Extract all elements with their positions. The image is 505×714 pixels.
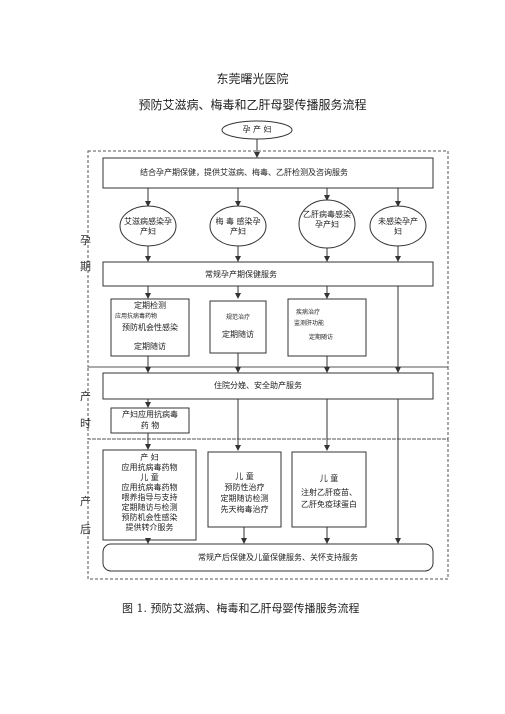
syphilis-box-line1: 规范治疗 [226, 314, 251, 321]
routine-pregnancy-box [102, 261, 434, 287]
figure-caption: 图 1. 预防艾滋病、梅毒和乙肝母婴传播服务流程 [122, 602, 360, 615]
syphilis-box-line2: 定期随访 [222, 330, 254, 339]
side-label-delivery-2: 时 [80, 417, 91, 430]
antiviral-delivery-line2: 药 物 [140, 421, 160, 430]
side-label-postpartum-2: 后 [80, 523, 91, 536]
antiviral-delivery-box [110, 407, 190, 434]
postpartum-service-box [102, 543, 434, 572]
hospital-name: 东莞曙光医院 [216, 72, 289, 86]
hbv-box-line1: 疾病治疗 [296, 309, 321, 316]
side-label-pregnancy-1: 孕 [80, 234, 91, 247]
delivery-service-box [102, 372, 434, 400]
pp-hiv-line6: 定期随访与检测 [121, 503, 178, 512]
group-hbv-label: 乙肝病毒感染孕产妇 [303, 210, 351, 229]
hiv-box-line1: 定期检测 [134, 301, 166, 310]
pp-hiv-line8: 提供转介服务 [125, 523, 174, 532]
side-label-postpartum-1: 产 [80, 495, 91, 508]
side-label-delivery-1: 产 [80, 390, 91, 403]
syphilis-pregnancy-box [209, 300, 267, 354]
pp-hiv-line1: 产 妇 [140, 453, 159, 462]
pp-hbv-line2: 注射乙肝疫苗、 [301, 488, 357, 497]
pp-syphilis-line2: 预防性治疗 [224, 483, 265, 492]
pp-hiv-line2: 应用抗病毒药物 [121, 463, 178, 472]
group-uninfected-label: 未感染孕产 妇 [378, 217, 418, 236]
combined-service-label: 结合孕产期保健，提供艾滋病、梅毒、乙肝检测及咨询服务 [140, 168, 348, 177]
hbv-postpartum-box [291, 451, 367, 528]
pp-hbv-line3: 乙肝免疫球蛋白 [301, 500, 357, 509]
postpartum-service-label: 常规产后保健及儿童保健服务、关怀支持服务 [198, 553, 358, 562]
pp-hiv-line5: 喂养指导与支持 [121, 493, 178, 502]
hiv-box-line3: 预防机会性感染 [122, 323, 178, 332]
document-title: 预防艾滋病、梅毒和乙肝母婴传播服务流程 [138, 98, 367, 112]
hbv-box-line3: 定期随访 [309, 334, 334, 341]
hiv-postpartum-box [102, 449, 197, 541]
combined-service-box [102, 157, 434, 189]
hiv-box-line4: 定期随访 [134, 342, 166, 351]
pp-syphilis-line1: 儿 童 [235, 472, 254, 481]
delivery-service-label: 住院分娩、安全助产服务 [214, 381, 302, 390]
side-label-pregnancy-2: 期 [80, 260, 91, 273]
start-label: 孕 产 妇 [242, 125, 272, 134]
pp-hiv-line4: 应用抗病毒药物 [121, 483, 178, 492]
hiv-pregnancy-box [110, 298, 190, 357]
pp-hbv-line1: 儿 童 [319, 474, 339, 483]
pp-hiv-line3: 儿 童 [140, 473, 159, 482]
pp-syphilis-line4: 先天梅毒治疗 [220, 505, 269, 514]
hiv-box-line2: 应用抗病毒药物 [115, 313, 158, 320]
group-hiv-label: 艾滋病感染孕产妇 [124, 217, 172, 236]
pp-syphilis-line3: 定期随访检测 [220, 494, 269, 503]
antiviral-delivery-line1: 产妇应用抗病毒 [122, 410, 178, 419]
hbv-box-line2: 监测肝功能 [294, 320, 325, 327]
hbv-pregnancy-box [287, 298, 367, 357]
routine-pregnancy-label: 常规孕产期保健服务 [205, 270, 277, 279]
pp-hiv-line7: 预防机会性感染 [121, 513, 178, 522]
syphilis-postpartum-box [207, 451, 282, 528]
postpartum-phase-region [87, 438, 449, 580]
group-syphilis-label: 梅 毒 感染孕产妇 [215, 217, 261, 236]
